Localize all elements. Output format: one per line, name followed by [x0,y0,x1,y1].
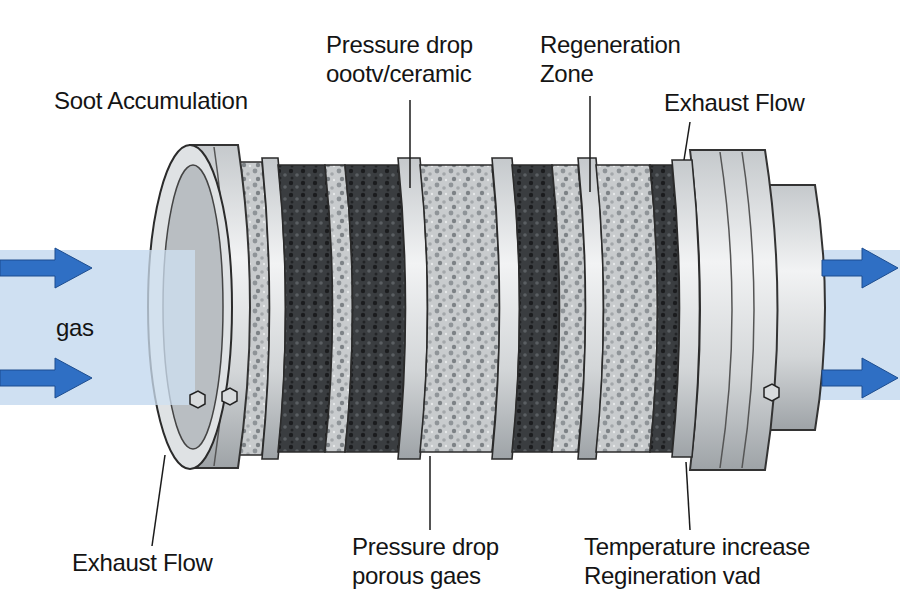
callout-label: Temperature increase Regineration vad [584,532,874,590]
callout-label: Exhaust Flow [664,88,884,117]
filter-body [225,158,700,459]
callout-label: Soot Accumulation [54,86,314,115]
callout-label: Exhaust Flow [72,548,292,577]
callout-label: gas [56,313,136,342]
leader-line [152,96,690,546]
callout-label: Pressure drop porous gaes [352,532,538,590]
callout-label: Regeneration Zone [540,30,712,88]
flow-arrow [0,248,898,398]
callout-label: Pressure drop oootv/ceramic [326,30,512,88]
bolt [190,384,779,408]
flange [690,150,778,470]
